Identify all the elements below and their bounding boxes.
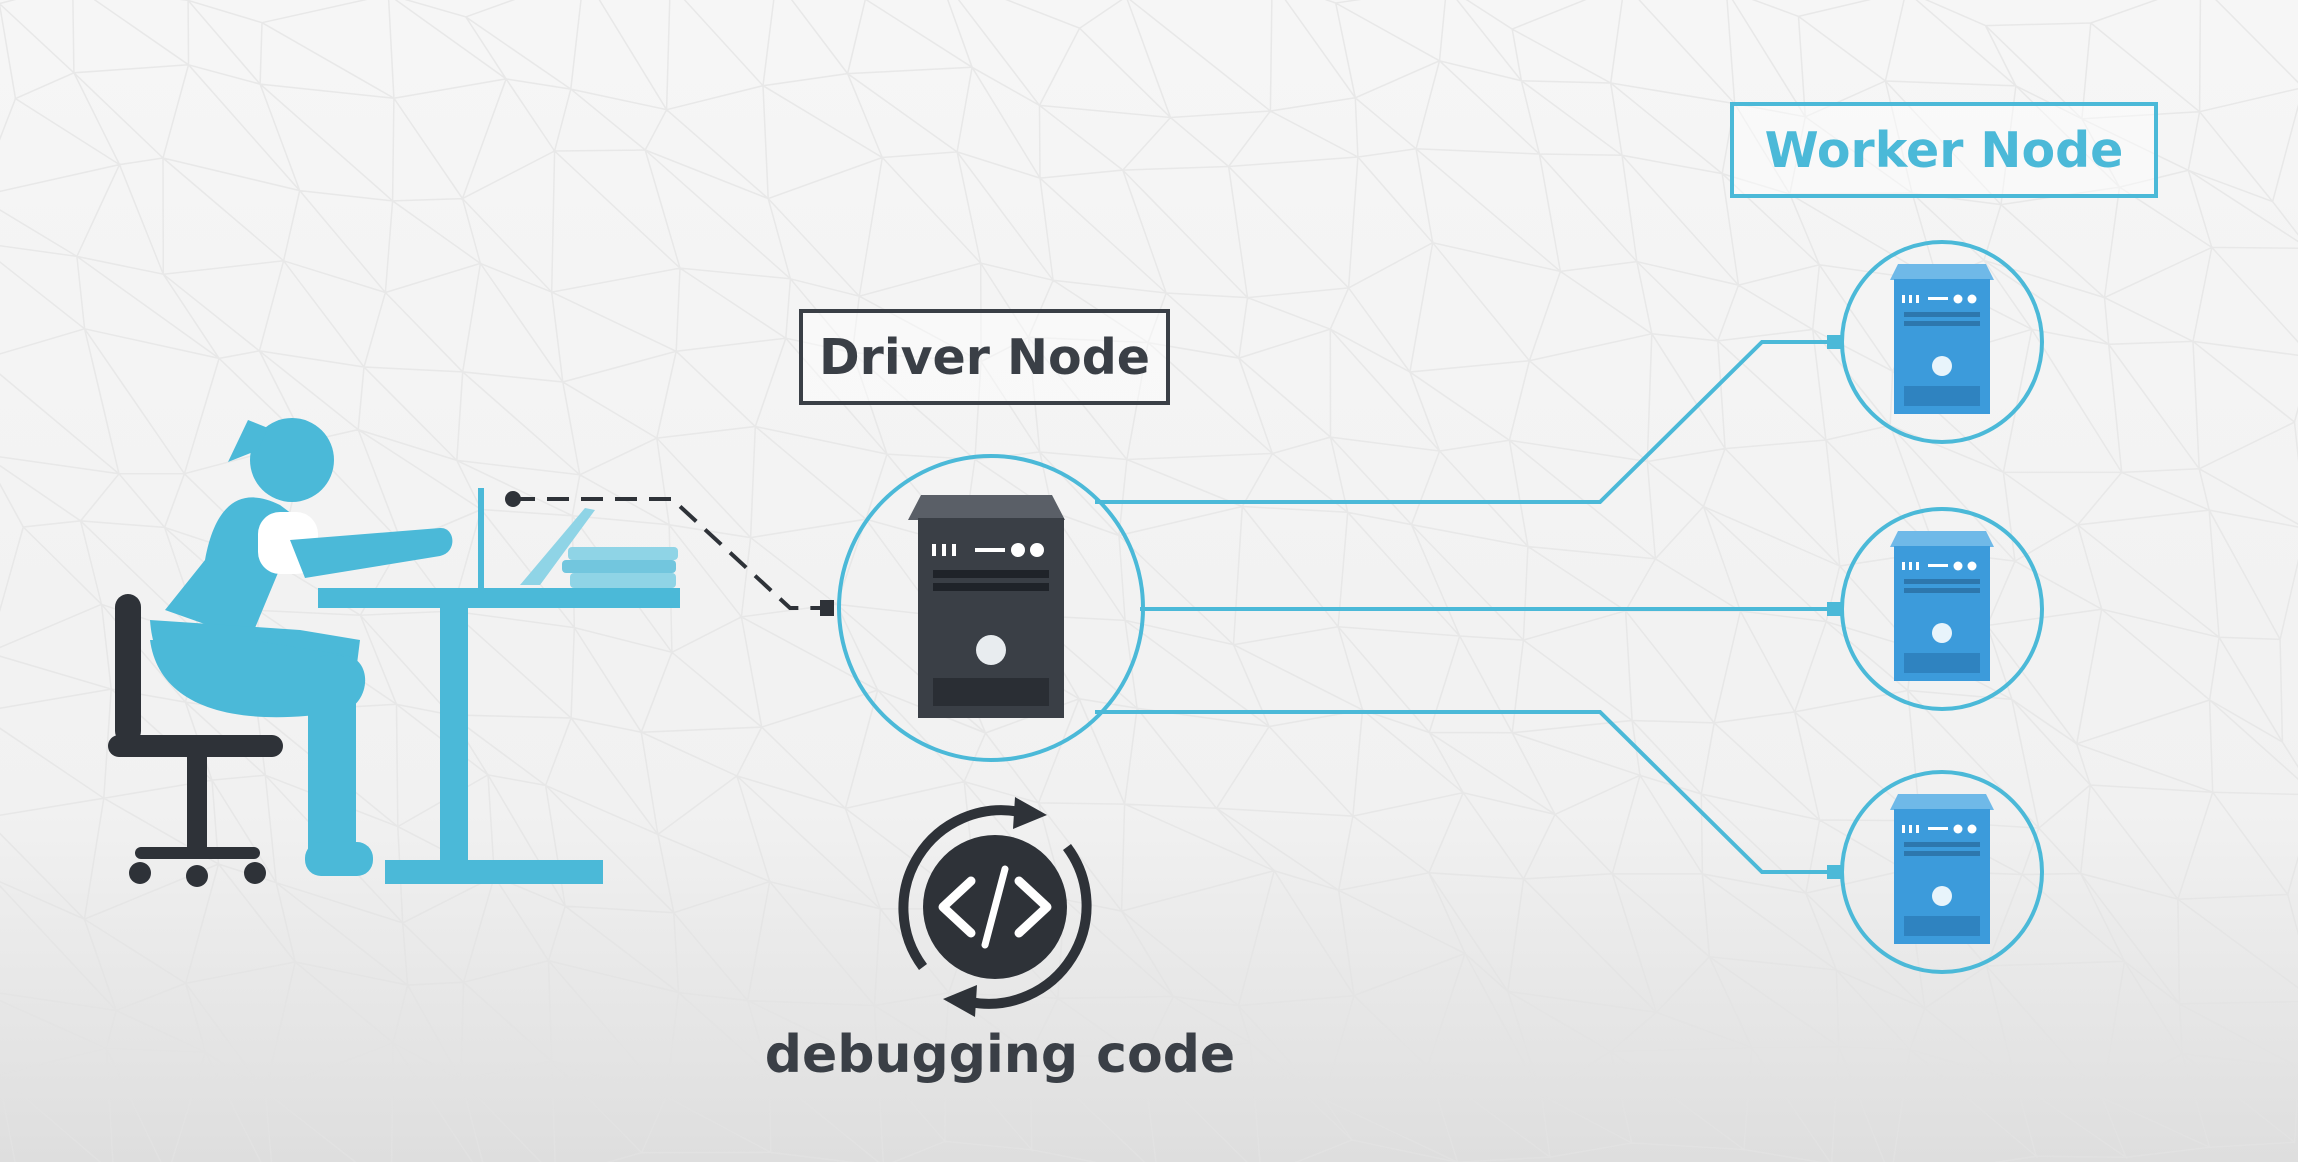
driver-node-label: Driver Node xyxy=(799,309,1170,405)
connector-middle xyxy=(1827,602,1841,616)
debugging-code-label: debugging code xyxy=(764,1025,1236,1085)
connection-lines xyxy=(1095,335,1841,879)
worker-server-2 xyxy=(1840,507,2044,711)
code-refresh-icon xyxy=(898,797,1092,1017)
person-at-laptop-icon xyxy=(108,418,680,887)
worker-server-1 xyxy=(1840,240,2044,444)
connector-top xyxy=(1827,335,1841,349)
connection-line-top xyxy=(1095,340,1835,504)
worker-servers xyxy=(1840,240,2044,974)
connector-bottom xyxy=(1827,865,1841,879)
worker-node-label: Worker Node xyxy=(1730,102,2158,198)
laptop-connection xyxy=(505,491,834,616)
worker-server-3 xyxy=(1840,770,2044,974)
connection-line-bottom xyxy=(1095,710,1835,874)
driver-server-icon xyxy=(837,454,1145,762)
